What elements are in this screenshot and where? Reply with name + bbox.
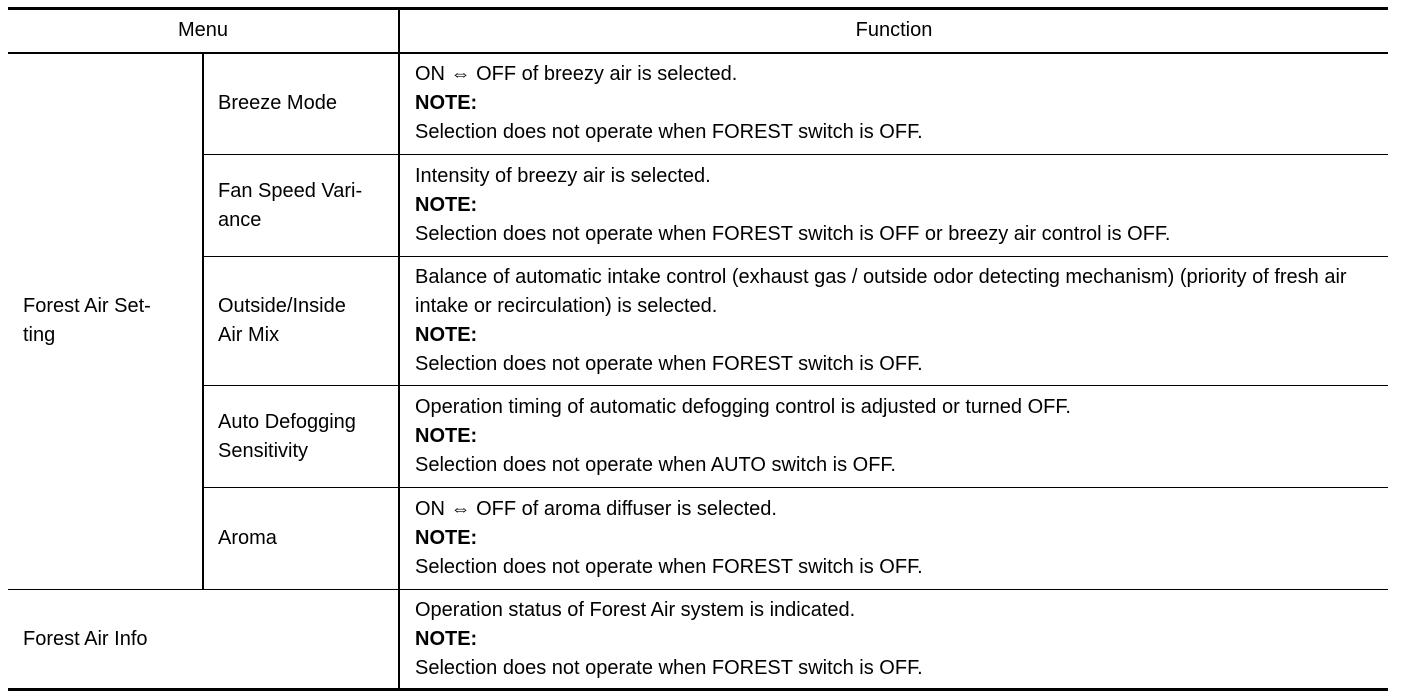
item-label-line1: Auto Defogging [218,410,356,433]
item-cell-fan-speed-variance: Fan Speed Vari- ance [202,154,399,257]
group-cell-forest-air-setting: Forest Air Set- ting [8,53,203,590]
table-row: Fan Speed Vari- ance Intensity of breezy… [8,154,1388,257]
menu-function-table-wrapper: Menu Function Forest Air Set- ting Breez… [8,7,1388,691]
item-label-line2: ance [218,208,262,231]
function-cell-forest-air-info: Operation status of Forest Air system is… [398,589,1388,691]
item-label: Aroma [218,527,277,549]
note-text: Selection does not operate when AUTO swi… [415,454,896,476]
item-cell-aroma: Aroma [202,487,399,590]
item-cell-outside-inside-air-mix: Outside/Inside Air Mix [202,256,399,386]
item-cell-breeze-mode: Breeze Mode [202,52,399,155]
item-label: Breeze Mode [218,92,337,115]
table-row: Outside/Inside Air Mix Balance of automa… [8,256,1388,386]
function-description: Operation status of Forest Air system is… [415,598,856,621]
note-label: NOTE: [415,527,478,549]
function-cell-outside-inside-air-mix: Balance of automatic intake control (exh… [398,256,1388,386]
header-menu: Menu [8,7,399,54]
header-function: Function [398,7,1388,54]
table-row: Forest Air Set- ting Breeze Mode ON ⇔ OF… [8,52,1388,346]
function-description: ON ⇔ OFF of breezy air is selected. [415,63,738,86]
note-text: Selection does not operate when FOREST s… [415,656,923,679]
table-row: Auto Defogging Sensitivity Operation tim… [8,385,1388,488]
function-description: ON ⇔ OFF of aroma diffuser is selected. [415,498,777,520]
function-cell-aroma: ON ⇔ OFF of aroma diffuser is selected. … [398,487,1388,590]
item-label-line1: Fan Speed Vari- [218,179,363,202]
note-label: NOTE: [415,92,478,115]
note-text: Selection does not operate when FOREST s… [415,223,1171,245]
function-description: Balance of automatic intake control (exh… [415,266,1347,317]
function-cell-auto-defogging-sensitivity: Operation timing of automatic defogging … [398,385,1388,488]
item-label: Forest Air Info [23,627,148,650]
function-description: Intensity of breezy air is selected. [415,165,711,187]
note-text: Selection does not operate when FOREST s… [415,121,923,144]
note-text: Selection does not operate when FOREST s… [415,353,923,375]
table-header-row: Menu Function [8,7,1388,54]
function-description: Operation timing of automatic defogging … [415,396,1071,418]
item-label-line1: Outside/Inside [218,295,346,317]
function-cell-breeze-mode: ON ⇔ OFF of breezy air is selected. NOTE… [398,52,1388,155]
item-label-line2: Air Mix [218,324,280,346]
note-label: NOTE: [415,425,478,447]
table-row: Aroma ON ⇔ OFF of aroma diffuser is sele… [8,487,1388,590]
note-text: Selection does not operate when FOREST s… [415,556,923,578]
function-cell-fan-speed-variance: Intensity of breezy air is selected. NOT… [398,154,1388,257]
note-label: NOTE: [415,324,478,346]
note-label: NOTE: [415,627,478,650]
item-cell-auto-defogging-sensitivity: Auto Defogging Sensitivity [202,385,399,488]
item-cell-forest-air-info: Forest Air Info [8,589,399,691]
table-row: Forest Air Info Operation status of Fore… [8,589,1388,691]
note-label: NOTE: [415,194,478,216]
group-name-line2: ting [23,324,56,347]
item-label-line2: Sensitivity [218,439,309,462]
group-name-line1: Forest Air Set- [23,295,151,318]
menu-function-table: Menu Function Forest Air Set- ting Breez… [8,7,1388,691]
